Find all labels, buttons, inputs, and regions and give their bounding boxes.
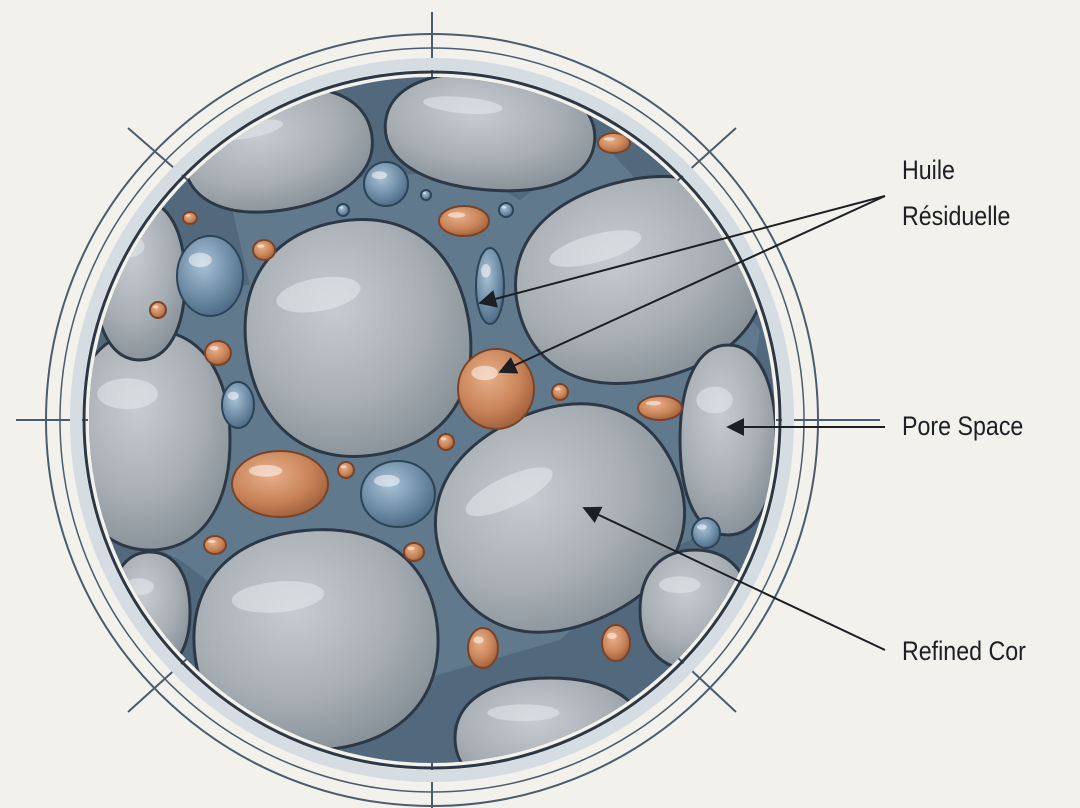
label-refined-core: Refined Cor: [902, 635, 1026, 667]
sand-grain: [680, 345, 776, 535]
water-droplet: [361, 461, 435, 527]
residual-oil-droplet: [404, 543, 424, 561]
water-droplet: [337, 204, 349, 216]
residual-oil-droplet: [338, 462, 354, 478]
residual-oil-droplet: [150, 302, 166, 318]
residual-oil-droplet: [205, 341, 231, 365]
water-droplet: [476, 248, 504, 324]
water-droplet: [499, 203, 513, 217]
sand-grain: [110, 552, 190, 672]
label-residual-oil-line2: Résiduelle: [902, 200, 1010, 232]
water-droplet: [692, 518, 720, 548]
water-droplet: [177, 236, 243, 316]
residual-oil-droplet: [552, 384, 568, 400]
residual-oil-droplet: [232, 451, 328, 517]
residual-oil-droplet: [598, 133, 630, 153]
residual-oil-droplet: [204, 536, 226, 554]
residual-oil-droplet: [438, 434, 454, 450]
residual-oil-droplet: [602, 625, 630, 661]
label-pore-space: Pore Space: [902, 410, 1023, 442]
water-droplet: [421, 190, 431, 200]
water-droplet: [222, 382, 254, 428]
residual-oil-droplet: [468, 628, 498, 668]
label-residual-oil-line1: Huile: [902, 154, 955, 186]
residual-oil-droplet: [183, 212, 197, 224]
residual-oil-droplet: [439, 206, 489, 236]
water-droplet: [364, 162, 408, 206]
residual-oil-droplet: [253, 240, 275, 260]
residual-oil-droplet: [638, 396, 682, 420]
sand-grain: [455, 678, 645, 798]
